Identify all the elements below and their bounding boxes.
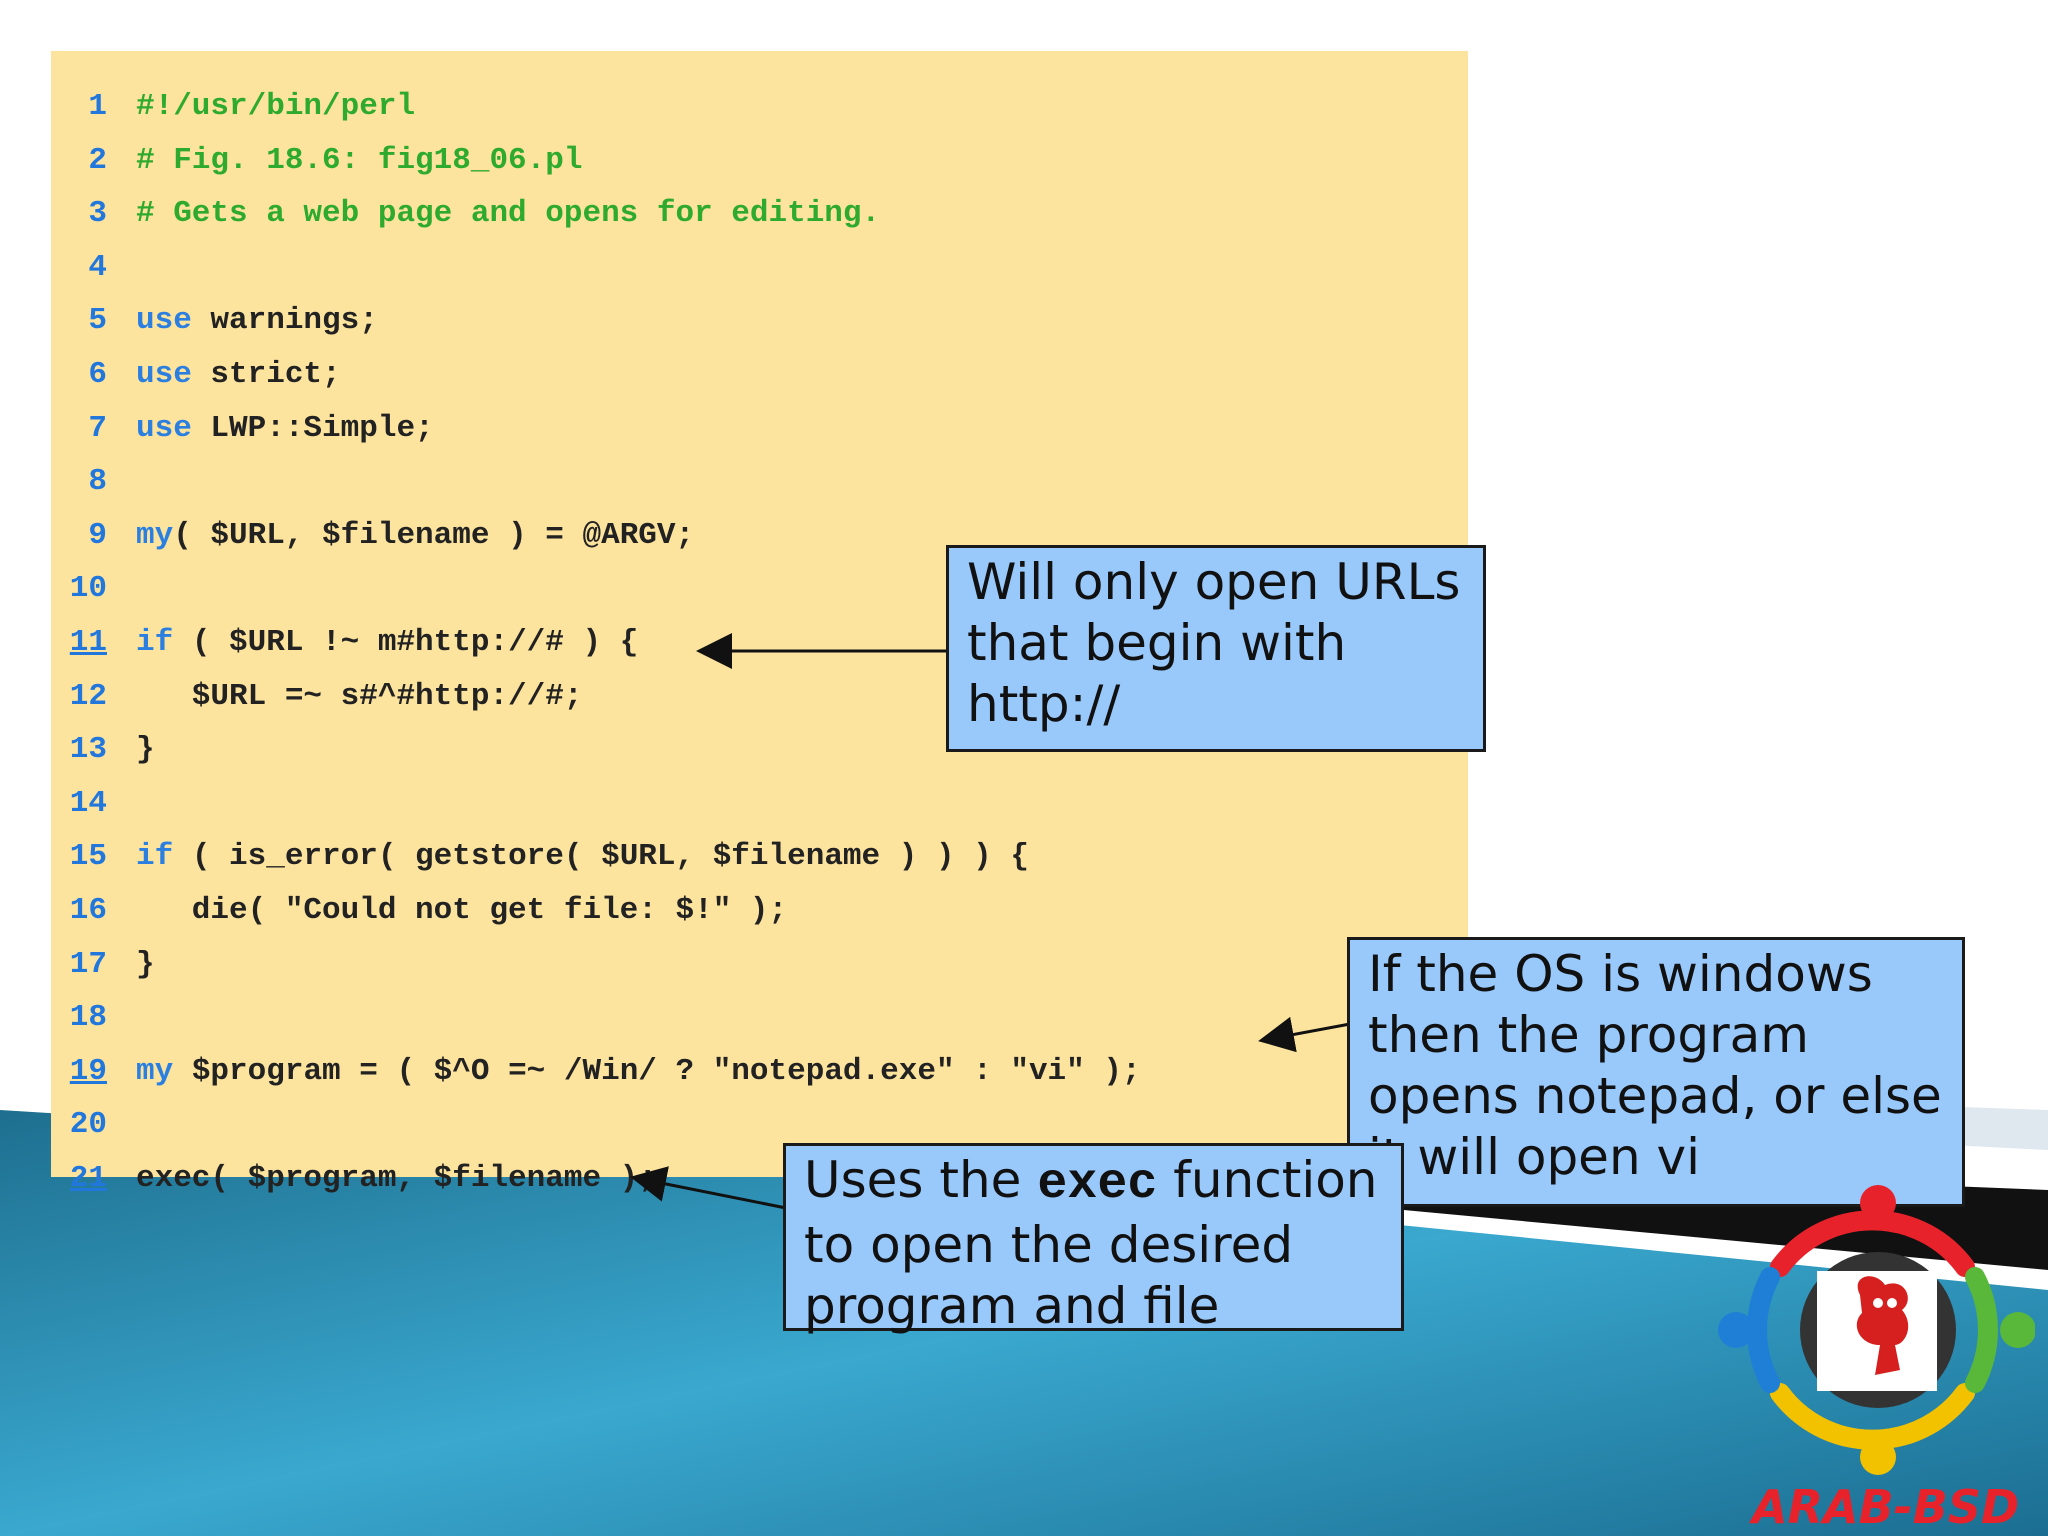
code-line: 10 [51,562,1468,615]
code-token: $program = ( $^O =~ /Win/ ? "notepad.exe… [173,1053,1141,1089]
code-line: 6 use strict; [51,348,1468,401]
code-line: 11 if ( $URL !~ m#http://# ) { [51,616,1468,669]
code-token: ( $URL !~ m#http://# ) { [173,625,639,660]
callout-line: to open the desired [804,1216,1294,1274]
code-line: 7 use LWP::Simple; [51,402,1468,455]
callout-line: it will open vi [1368,1128,1701,1186]
code-text: die( "Could not get file: $!" ); [136,884,787,937]
code-token: $URL =~ s#^#http://#; [136,678,583,714]
code-line: 13} [51,723,1468,776]
callout-os-check: If the OS is windows then the program op… [1347,937,1965,1207]
line-number: 21 [69,1161,107,1196]
callout-line: If the OS is windows [1368,945,1873,1003]
code-text: my( $URL, $filename ) = @ARGV; [136,509,694,562]
line-number: 5 [88,303,107,339]
code-text: exec( $program, $filename ); [136,1152,657,1205]
code-text: } [136,723,155,776]
code-token: } [136,732,155,768]
line-number: 18 [69,1000,107,1036]
line-number: 1 [88,89,107,124]
line-number: 6 [88,357,107,392]
line-number: 8 [88,464,107,500]
code-text: my $program = ( $^O =~ /Win/ ? "notepad.… [136,1045,1141,1098]
code-text: use strict; [136,348,341,401]
line-number: 19 [69,1053,107,1089]
code-line: 1 #!/usr/bin/perl [51,80,1468,133]
arab-bsd-logo [1718,1185,2035,1475]
callout-line: program and file [804,1277,1220,1335]
code-text: if ( is_error( getstore( $URL, $filename… [136,830,1029,883]
callout-line: http:// [967,675,1121,733]
code-line: 18 [51,991,1468,1044]
keyword-token: if [136,625,174,660]
code-line: 17} [51,938,1468,991]
code-token: exec( $program, $filename ); [136,1161,657,1196]
callout-line: that begin with [967,614,1347,672]
code-line: 5 use warnings; [51,294,1468,347]
keyword-token: if [136,839,174,875]
callout-line: Uses the exec function [804,1150,1383,1215]
line-number: 10 [69,571,107,607]
code-line: 12 $URL =~ s#^#http://#; [51,670,1468,723]
comment-token: # Gets a web page and opens for editing. [136,196,881,232]
line-number: 20 [69,1107,107,1143]
keyword-token: use [136,303,192,339]
code-line: 8 [51,455,1468,508]
code-line: 3 # Gets a web page and opens for editing… [51,187,1468,240]
code-line: 20 [51,1098,1468,1151]
code-line: 4 [51,241,1468,294]
exec-keyword: exec [1037,1156,1158,1213]
code-text: # Gets a web page and opens for editing. [136,187,880,240]
line-number: 15 [69,839,107,875]
comment-token: # Fig. 18.6: fig18_06.pl [136,142,583,178]
callout-line: Will only open URLs [967,553,1461,611]
line-number: 9 [88,517,107,553]
brand-text: ARAB-BSD [1752,1480,2020,1534]
code-text: #!/usr/bin/perl [136,80,415,133]
keyword-token: my [136,517,174,553]
code-line: 15 if ( is_error( getstore( $URL, $filena… [51,830,1468,883]
code-token: warnings; [191,303,378,339]
line-number: 4 [88,249,107,285]
code-line: 19 my $program = ( $^O =~ /Win/ ? "notepa… [51,1045,1468,1098]
code-line: 9 my( $URL, $filename ) = @ARGV; [51,509,1468,562]
code-text: if ( $URL !~ m#http://# ) { [136,616,638,669]
line-number: 7 [88,410,107,446]
code-token: strict; [191,357,341,392]
code-text: $URL =~ s#^#http://#; [136,670,583,723]
code-text: use LWP::Simple; [136,402,434,455]
keyword-token: my [136,1053,174,1089]
code-token: LWP::Simple; [191,410,434,446]
callout-text: Uses the [804,1151,1038,1209]
line-number: 3 [88,196,107,232]
callout-text: function [1157,1151,1378,1209]
callout-line: opens notepad, or else [1368,1067,1942,1125]
comment-token: #!/usr/bin/perl [136,89,416,124]
code-line: 16 die( "Could not get file: $!" ); [51,884,1468,937]
keyword-token: use [136,357,192,392]
line-number: 11 [69,625,107,660]
callout-exec: Uses the exec function to open the desir… [783,1143,1404,1335]
code-token: ( $URL, $filename ) = @ARGV; [173,517,695,553]
code-text: use warnings; [136,294,378,347]
line-number: 2 [88,142,107,178]
keyword-token: use [136,410,192,446]
line-number: 14 [69,785,107,821]
line-number: 13 [69,732,107,768]
code-text: } [136,938,155,991]
line-number: 17 [69,946,107,982]
code-line: 2 # Fig. 18.6: fig18_06.pl [51,134,1468,187]
line-number: 12 [69,678,107,714]
code-token: ( is_error( getstore( $URL, $filename ) … [173,839,1029,875]
callout-url-check: Will only open URLs that begin with http… [946,545,1486,752]
callout-line: then the program [1368,1006,1810,1064]
code-text: # Fig. 18.6: fig18_06.pl [136,134,582,187]
code-token: die( "Could not get file: $!" ); [136,893,788,928]
line-number: 16 [69,893,107,928]
code-line: 14 [51,777,1468,830]
code-token: } [136,946,155,982]
